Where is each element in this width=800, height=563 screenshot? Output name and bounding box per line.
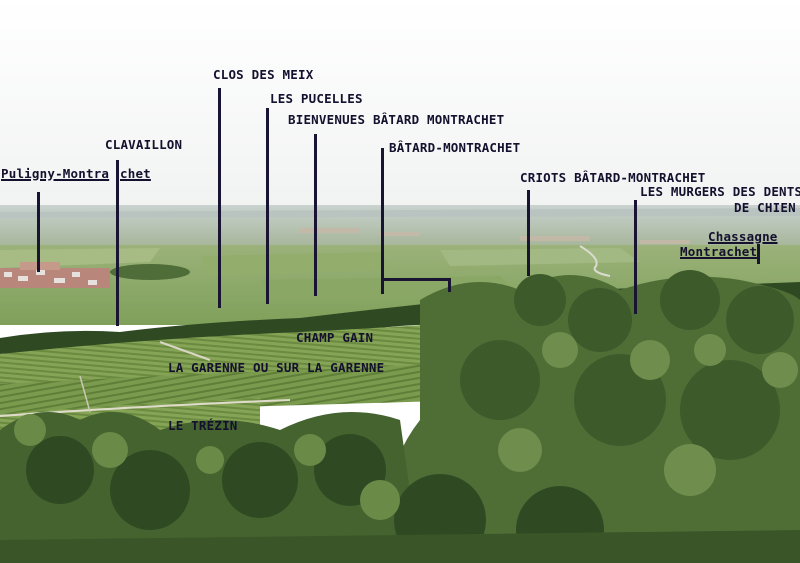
pole-criots (527, 190, 530, 276)
pole-batard (381, 148, 384, 294)
label-clos-des-meix: CLOS DES MEIX (213, 67, 314, 82)
label-la-garenne: LA GARENNE OU SUR LA GARENNE (168, 360, 385, 375)
pole-bienvenues (314, 134, 317, 296)
pole-chassagne (757, 244, 760, 264)
label-batard-montrachet: BÂTARD-MONTRACHET (389, 140, 521, 155)
label-criots-batard-montrachet: CRIOTS BÂTARD-MONTRACHET (520, 170, 706, 185)
label-le-trezin: LE TRÉZIN (168, 418, 238, 433)
label-puligny-montrachet: Puligny-Montra (1, 166, 110, 181)
label-montrachet: Montrachet (680, 244, 758, 259)
label-les-murgers-line2: DE CHIEN (734, 200, 796, 215)
label-les-pucelles: LES PUCELLES (270, 91, 363, 106)
label-puligny-end: chet (120, 166, 151, 181)
label-clavaillon: CLAVAILLON (105, 137, 183, 152)
pole-murgers (634, 200, 637, 314)
pole-clos-des-meix (218, 88, 221, 308)
label-champ-gain: CHAMP GAIN (296, 330, 374, 345)
bracket-batard-horizontal (381, 278, 451, 281)
pole-les-pucelles (266, 108, 269, 304)
label-chassagne: Chassagne (708, 229, 778, 244)
pole-puligny (37, 192, 40, 272)
pole-clavaillon (116, 160, 119, 326)
label-bienvenues-batard-montrachet: BIENVENUES BÂTARD MONTRACHET (288, 112, 505, 127)
bracket-batard-end (448, 278, 451, 292)
label-les-murgers-line1: LES MURGERS DES DENTS (640, 184, 800, 199)
